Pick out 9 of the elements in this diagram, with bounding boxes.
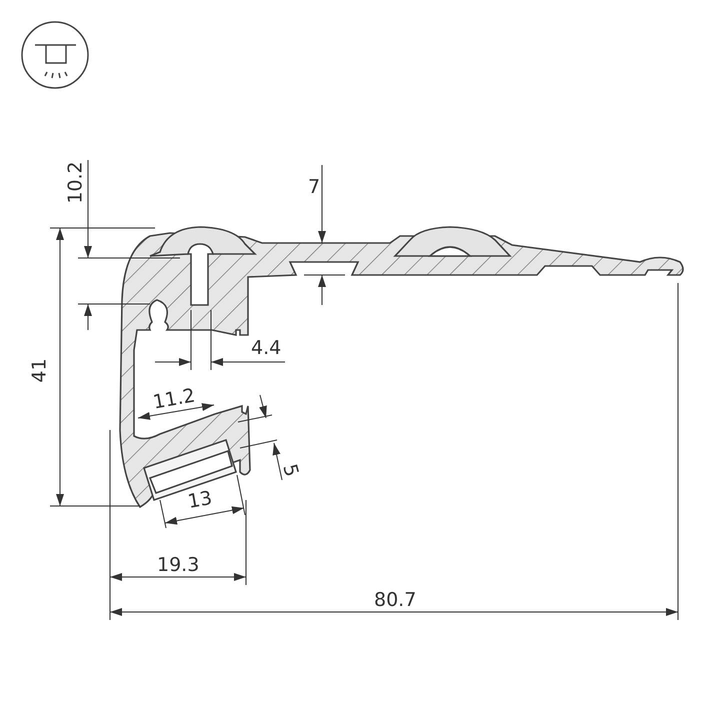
dimension-label: 80.7 [374, 590, 416, 610]
dimension-label: 4.4 [251, 338, 282, 358]
dimension-label: 10.2 [66, 160, 86, 204]
dimension-label: 19.3 [157, 556, 200, 574]
dimension-label: 11.2 [152, 386, 197, 412]
dimension-label: 41 [30, 358, 50, 382]
dimension-label: 7 [308, 178, 320, 196]
dimension-label: 5 [279, 462, 301, 478]
dimension-label: 13 [186, 488, 214, 512]
